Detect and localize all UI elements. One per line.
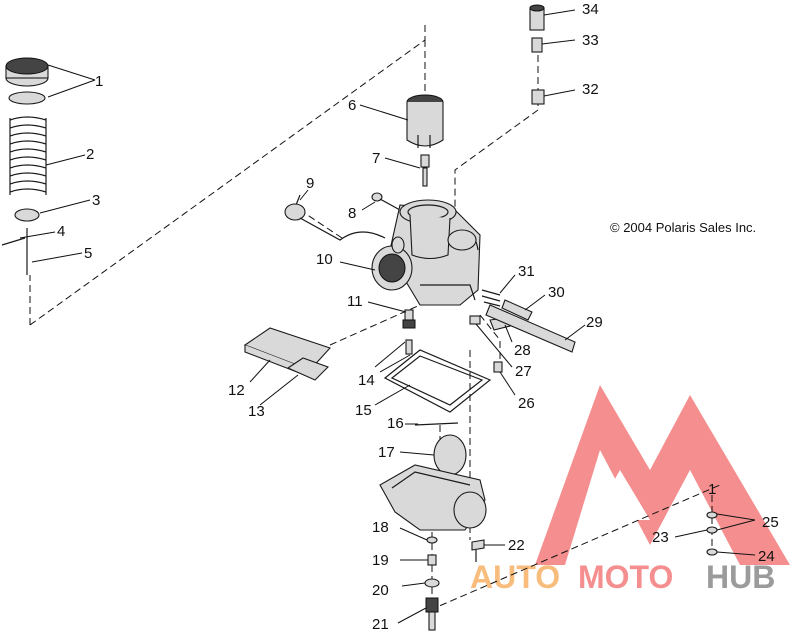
- callout-1-left: 1: [95, 73, 103, 90]
- part-carburetor-body: [371, 199, 481, 306]
- callout-33: 33: [582, 32, 599, 49]
- callout-23: 23: [652, 529, 669, 546]
- part-small-gasket: [286, 357, 330, 381]
- callout-4: 4: [57, 223, 65, 240]
- callout-2: 2: [86, 146, 94, 163]
- watermark-triangle-shape: [535, 385, 790, 565]
- callout-18: 18: [372, 519, 389, 536]
- part-o-rings: [405, 339, 413, 355]
- callout-26: 26: [518, 395, 535, 412]
- callout-numbers: 1 1 2 3 4 5 6 7 8 9 10 11 12 13 14 15 16…: [57, 1, 779, 633]
- callout-5: 5: [84, 245, 92, 262]
- callout-8: 8: [348, 205, 356, 222]
- callout-34: 34: [582, 1, 599, 18]
- callout-1-right: 1: [708, 481, 716, 498]
- watermark-logo: AUTO MOTO HUB: [470, 385, 790, 595]
- part-clip: [1, 237, 26, 246]
- callout-3: 3: [92, 192, 100, 209]
- callout-11: 11: [347, 293, 363, 310]
- part-screw: [371, 192, 401, 211]
- part-seat: [14, 208, 40, 222]
- callout-21: 21: [372, 616, 389, 633]
- callout-25: 25: [762, 514, 779, 531]
- callout-28: 28: [514, 342, 531, 359]
- part-washers: [706, 511, 718, 556]
- part-drain-screw: [471, 539, 485, 562]
- part-drain-assembly: [424, 536, 440, 631]
- part-choke-plunger: [284, 194, 386, 241]
- callout-19: 19: [372, 552, 389, 569]
- callout-7: 7: [372, 150, 380, 167]
- callout-32: 32: [582, 81, 599, 98]
- part-pilot-jet: [402, 309, 416, 329]
- part-idle-screw: [481, 289, 533, 321]
- callout-30: 30: [548, 284, 565, 301]
- callout-9: 9: [306, 175, 314, 192]
- watermark-text-moto: MOTO: [578, 559, 673, 595]
- leader-lines: [19, 9, 756, 624]
- callout-20: 20: [372, 582, 389, 599]
- callout-6: 6: [348, 97, 356, 114]
- callout-31: 31: [518, 263, 535, 280]
- part-jet: [420, 154, 430, 187]
- callout-17: 17: [378, 444, 395, 461]
- callout-24: 24: [758, 548, 775, 565]
- callout-12: 12: [228, 382, 245, 399]
- watermark-text-hub: HUB: [706, 559, 775, 595]
- callout-27: 27: [515, 363, 532, 380]
- part-float: [433, 434, 467, 476]
- watermark-text-auto: AUTO: [470, 559, 560, 595]
- part-cable-adjuster: [529, 4, 545, 105]
- callout-22: 22: [508, 537, 525, 554]
- copyright-text: © 2004 Polaris Sales Inc.: [610, 220, 756, 235]
- callout-10: 10: [316, 251, 333, 268]
- part-throttle-valve: [406, 94, 444, 148]
- callout-13: 13: [248, 403, 265, 420]
- part-bowl-gasket: [383, 349, 492, 413]
- part-tube: [485, 304, 576, 353]
- part-spring: [9, 116, 47, 195]
- callout-14: 14: [358, 372, 375, 389]
- part-float-pin: [414, 422, 459, 426]
- part-float-bowl: [379, 464, 487, 531]
- callout-29: 29: [586, 314, 603, 331]
- callout-15: 15: [355, 402, 372, 419]
- part-cap: [5, 57, 49, 105]
- watermark-triangle-inner: [592, 470, 650, 520]
- callout-16: 16: [387, 415, 404, 432]
